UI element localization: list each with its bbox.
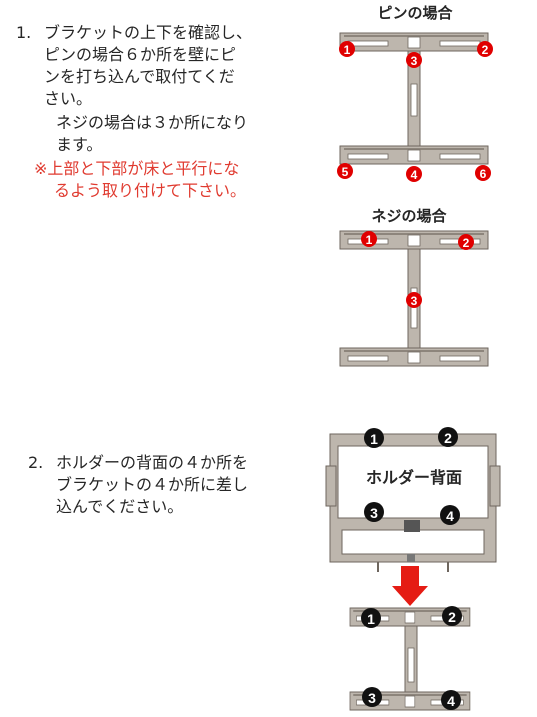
svg-text:2: 2 — [448, 609, 456, 625]
svg-text:1: 1 — [370, 431, 378, 447]
pin-marker-3: 3 — [406, 52, 422, 68]
pin-marker-2: 2 — [477, 41, 493, 57]
svg-text:2: 2 — [482, 43, 489, 57]
step2-number: 2. — [28, 453, 44, 472]
svg-text:4: 4 — [447, 693, 455, 709]
step1-line-4: さい。 — [44, 89, 93, 108]
svg-text:3: 3 — [411, 294, 418, 308]
pin-marker-1: 1 — [339, 41, 355, 57]
holder-marker-4: 4 — [440, 505, 460, 525]
holder-marker-1: 1 — [364, 428, 384, 448]
svg-text:3: 3 — [411, 54, 418, 68]
svg-text:3: 3 — [370, 505, 378, 521]
holder-marker-3: 3 — [364, 502, 384, 522]
step1-line-3: ンを打ち込んで取付てくだ — [44, 67, 235, 86]
svg-text:2: 2 — [444, 430, 452, 446]
pin-marker-6: 6 — [475, 165, 491, 181]
pin-marker-5: 5 — [337, 163, 353, 179]
pin-marker-4: 4 — [406, 166, 422, 182]
svg-text:6: 6 — [480, 167, 487, 181]
bottom-bracket — [349, 607, 471, 711]
step1-screw-line-1: ネジの場合は３か所になり — [56, 113, 249, 132]
step2-line-3: 込んでください。 — [56, 497, 184, 516]
step1-line-2: ピンの場合６か所を壁にピ — [44, 45, 237, 64]
step1-warning-line-2: るよう取り付けて下さい。 — [54, 181, 247, 200]
pin-bracket — [339, 32, 489, 165]
step1-screw-line-2: ます。 — [56, 135, 103, 154]
svg-text:3: 3 — [368, 690, 376, 706]
holder-back-title: ホルダー背面 — [365, 468, 462, 487]
screw-marker-3: 3 — [406, 292, 422, 308]
screw-marker-1: 1 — [361, 231, 377, 247]
step2-line-2: ブラケットの４か所に差し — [56, 475, 249, 494]
step2-line-1: ホルダーの背面の４か所を — [56, 453, 249, 472]
holder-marker-2: 2 — [438, 427, 458, 447]
step1-number: 1. — [16, 23, 32, 42]
svg-text:1: 1 — [366, 233, 373, 247]
bottom-marker-2: 2 — [442, 606, 462, 626]
bottom-marker-4: 4 — [441, 690, 461, 710]
svg-text:2: 2 — [463, 236, 470, 250]
bottom-marker-3: 3 — [362, 687, 382, 707]
svg-text:4: 4 — [446, 508, 454, 524]
down-arrow — [392, 566, 428, 606]
pin-figure-title: ピンの場合 — [377, 4, 453, 22]
svg-text:1: 1 — [367, 611, 375, 627]
holder-back — [325, 433, 501, 572]
svg-text:5: 5 — [342, 165, 349, 179]
step1-warning-line-1: ※上部と下部が床と平行にな — [34, 159, 240, 178]
svg-text:4: 4 — [411, 168, 418, 182]
svg-text:1: 1 — [344, 43, 351, 57]
bottom-marker-1: 1 — [361, 608, 381, 628]
screw-figure-title: ネジの場合 — [371, 207, 447, 225]
screw-marker-2: 2 — [458, 234, 474, 250]
step1-line-1: ブラケットの上下を確認し、 — [44, 23, 253, 42]
